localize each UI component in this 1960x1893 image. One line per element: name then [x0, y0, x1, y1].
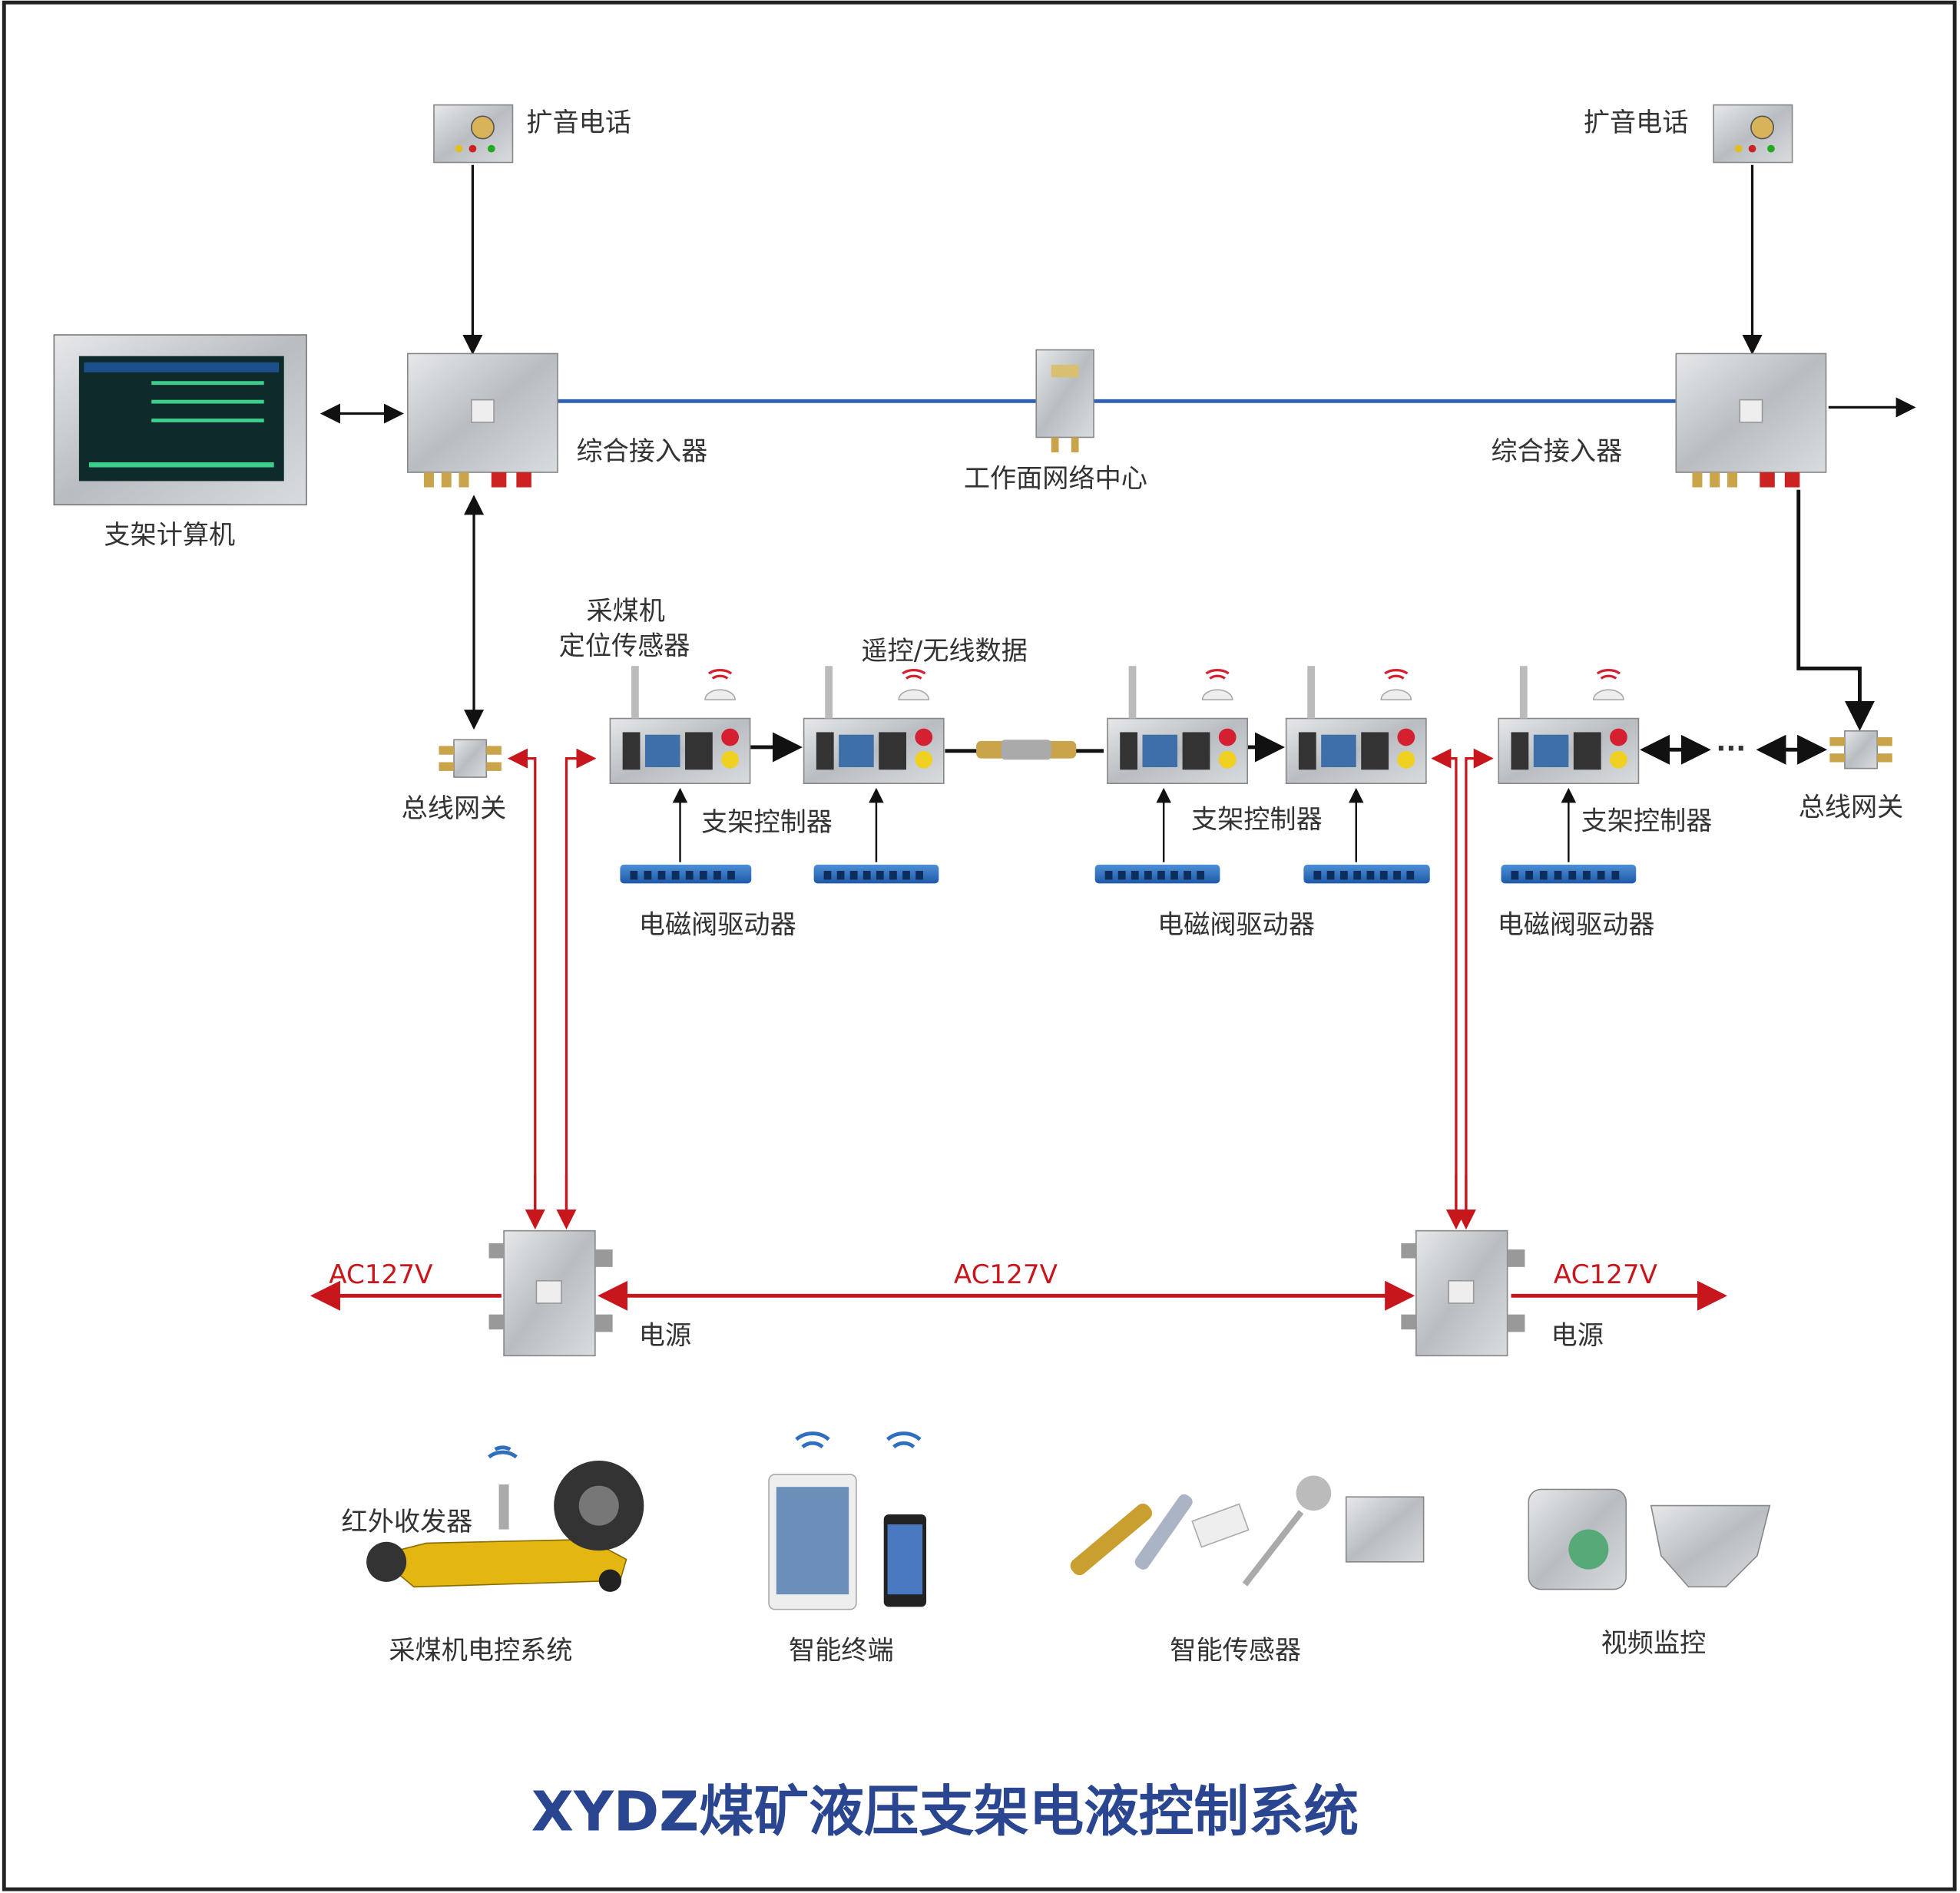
power-label: 电源 — [1551, 1321, 1604, 1352]
wifi-icon — [488, 1445, 518, 1459]
valve-driver-label: 电磁阀驱动器 — [1498, 909, 1655, 940]
power-supply-right-icon — [1401, 1229, 1525, 1357]
power-label: 电源 — [639, 1321, 691, 1352]
shearer-icon — [366, 1445, 644, 1592]
network-center-label: 工作面网络中心 — [964, 464, 1147, 495]
support-computer-label: 支架计算机 — [104, 520, 235, 551]
power-supply-left-icon — [488, 1229, 613, 1357]
wifi-signal-icon — [1205, 669, 1230, 680]
access-unit-left-icon — [406, 352, 558, 488]
video-monitor-label: 视频监控 — [1601, 1628, 1707, 1659]
valve-driver-icon — [620, 864, 752, 884]
labels: 扩音电话 扩音电话 综合接入器 综合接入器 工作面网络中心 支架计算机 总线网关… — [104, 108, 1903, 1844]
ir-transceiver-label: 红外收发器 — [342, 1507, 473, 1537]
support-computer-icon — [53, 334, 307, 506]
smartphone-icon — [883, 1431, 927, 1607]
gateway-link-right — [1796, 489, 1875, 731]
wireless-antenna-icon — [704, 689, 736, 700]
valve-driver-icon — [1501, 864, 1637, 884]
valve-driver-label: 电磁阀驱动器 — [1157, 909, 1315, 940]
bus-gateway-label: 总线网关 — [402, 793, 507, 824]
bus-gateway-right-icon — [1829, 730, 1892, 769]
video-cameras-icon — [1528, 1488, 1771, 1590]
valve-driver-label: 电磁阀驱动器 — [639, 909, 796, 940]
shearer-sensor-label: 采煤机 — [586, 596, 664, 627]
wifi-icon — [886, 1431, 922, 1449]
wifi-signal-icon — [1384, 669, 1409, 680]
wireless-antenna-icon — [898, 689, 930, 700]
valve-driver-icon — [813, 864, 939, 884]
controller-label: 支架控制器 — [701, 807, 833, 838]
support-controller-icon — [609, 666, 751, 784]
wireless-antenna-icon — [1593, 689, 1624, 700]
power-lines — [310, 748, 1727, 1311]
smart-terminal-label: 智能终端 — [789, 1636, 894, 1666]
shearer-system-label: 采煤机电控系统 — [389, 1636, 572, 1666]
speaker-phone-right-icon — [1713, 104, 1793, 164]
wireless-antenna-icon — [1201, 689, 1233, 700]
valve-driver-icon — [1094, 864, 1220, 884]
smart-sensor-label: 智能传感器 — [1170, 1636, 1301, 1666]
ac-voltage-label: AC127V — [1554, 1259, 1658, 1290]
ellipsis: ··· — [1716, 733, 1746, 764]
wireless-antenna-icon — [1380, 689, 1412, 700]
antenna-icon — [825, 666, 833, 719]
valve-driver-icon — [1303, 864, 1430, 884]
bus-gateway-label: 总线网关 — [1799, 792, 1904, 822]
access-unit-right-icon — [1675, 352, 1827, 488]
support-controller-icon — [803, 666, 945, 784]
controller-label: 支架控制器 — [1191, 805, 1323, 836]
smart-tablet-icon — [768, 1431, 857, 1610]
antenna-icon — [1519, 666, 1528, 719]
connections — [310, 164, 1916, 1311]
support-controller-icon — [1285, 666, 1427, 784]
speaker-phone-left-icon — [433, 104, 514, 164]
controller-label: 支架控制器 — [1581, 806, 1713, 836]
bus-gateway-left-icon — [439, 739, 502, 778]
page-title: XYDZ煤矿液压支架电液控制系统 — [531, 1780, 1359, 1844]
antenna-icon — [1128, 666, 1137, 719]
smart-sensors-icon — [1070, 1475, 1425, 1587]
shearer-sensor-label: 定位传感器 — [559, 631, 690, 662]
wifi-signal-icon — [902, 669, 926, 680]
wifi-signal-icon — [707, 669, 733, 680]
network-center-icon — [1035, 349, 1094, 452]
remote-wireless-label: 遥控/无线数据 — [861, 636, 1027, 667]
access-unit-label: 综合接入器 — [576, 436, 707, 467]
ac-voltage-label: AC127V — [954, 1259, 1058, 1290]
ac-voltage-label: AC127V — [329, 1259, 433, 1290]
wifi-signal-icon — [1596, 669, 1621, 680]
support-controller-icon — [1498, 666, 1640, 784]
antenna-icon — [631, 666, 639, 719]
valve-drivers — [620, 864, 1637, 884]
speaker-phone-label: 扩音电话 — [1584, 108, 1689, 138]
speaker-phone-label: 扩音电话 — [526, 108, 631, 138]
access-unit-label: 综合接入器 — [1491, 436, 1622, 467]
support-controller-icon — [1107, 666, 1249, 784]
wifi-icon — [795, 1431, 830, 1449]
antenna-icon — [1307, 666, 1316, 719]
support-controllers — [609, 666, 1640, 784]
